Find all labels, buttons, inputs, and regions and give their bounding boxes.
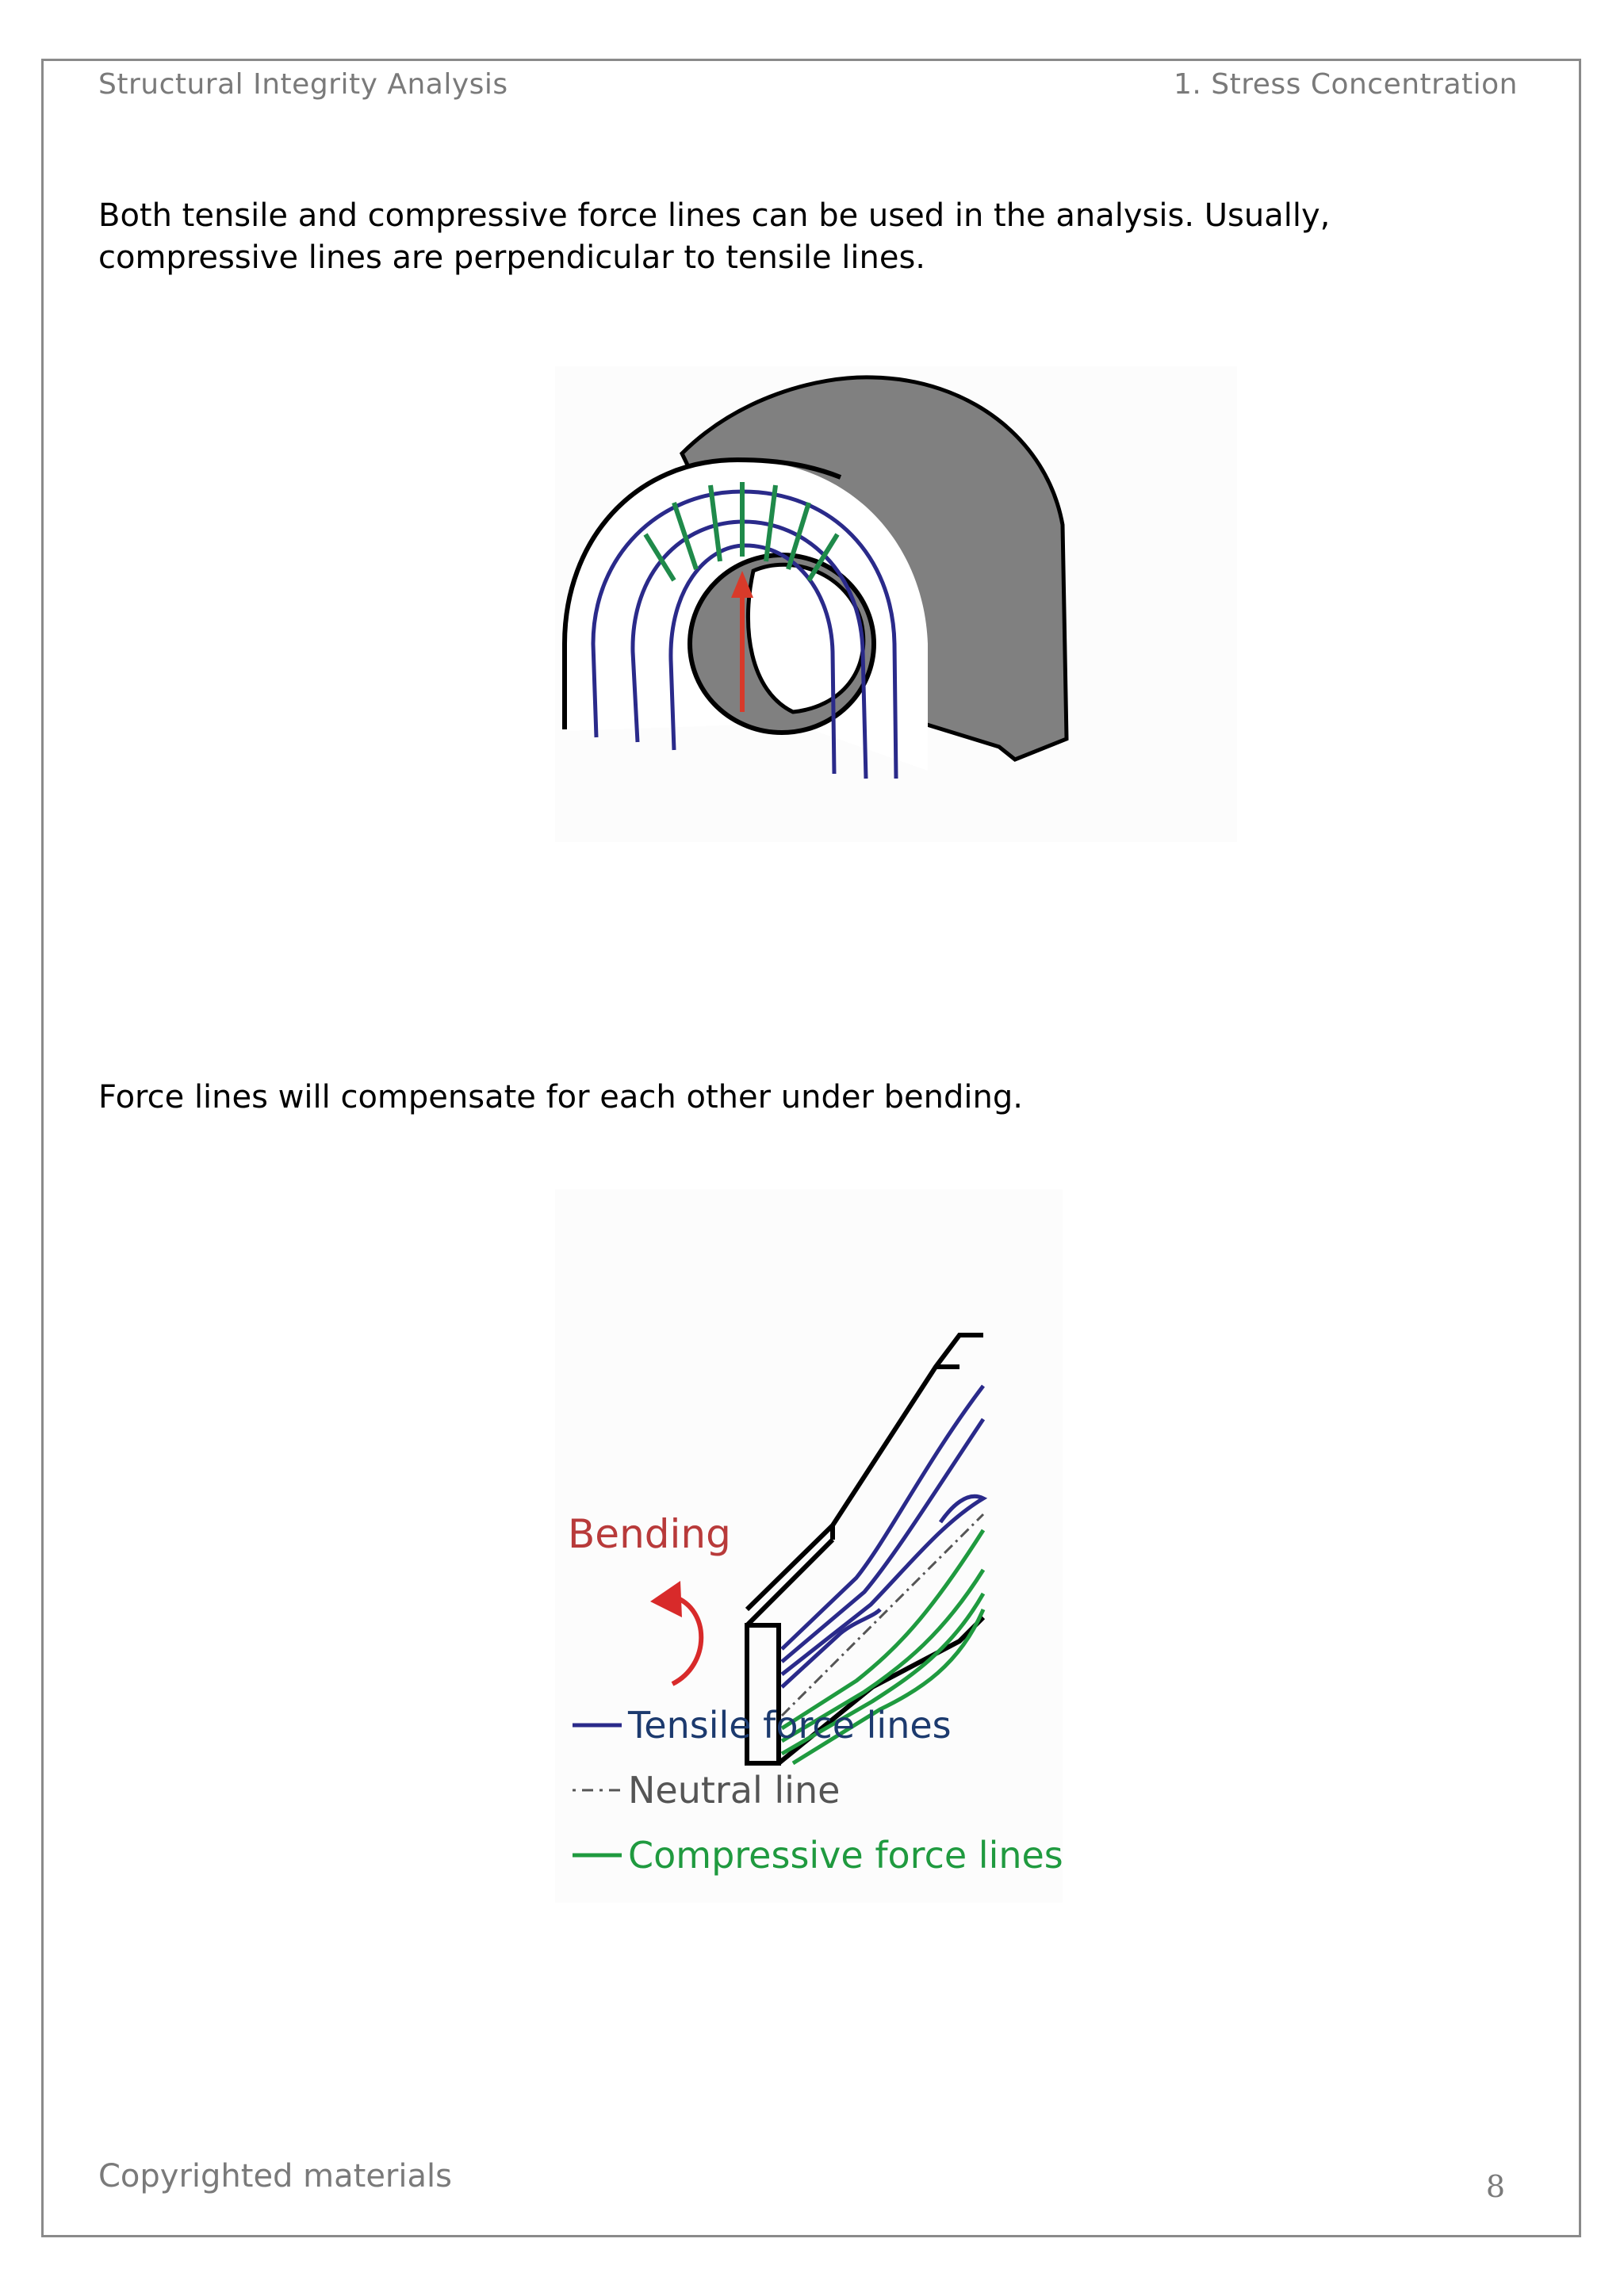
lug-front-outline	[562, 457, 842, 729]
page-frame	[41, 59, 1581, 2237]
compressive-line	[791, 1609, 986, 1766]
legend-compressive-label: Compressive force lines	[628, 1834, 1063, 1877]
bending-diagram: Bending Tensile force lines Neutral line…	[568, 1333, 1063, 1877]
tensile-line	[780, 1418, 986, 1663]
compressive-line	[643, 533, 676, 582]
tensile-line	[668, 543, 837, 775]
tensile-line	[780, 1384, 985, 1651]
paragraph-bending: Force lines will compensate for each oth…	[98, 1079, 1023, 1115]
running-header-section: 1. Stress Concentration	[1173, 68, 1518, 101]
legend-neutral-label: Neutral line	[628, 1769, 840, 1812]
lug-force-lines-figure	[555, 366, 1237, 842]
bending-force-lines-figure: Bending Tensile force lines Neutral line…	[555, 1189, 1063, 1903]
force-arrow	[731, 571, 753, 712]
bending-compressive-lines	[780, 1529, 986, 1766]
compressive-line	[806, 533, 840, 582]
bending-tensile-lines	[780, 1384, 988, 1689]
compressive-line	[780, 1592, 986, 1756]
compressive-line	[708, 484, 722, 562]
neutral-line	[780, 1513, 985, 1717]
compressive-line	[780, 1568, 986, 1743]
compressive-line	[786, 502, 811, 570]
tensile-line	[780, 1494, 988, 1676]
compressive-line	[672, 502, 699, 570]
footer-copyright: Copyrighted materials	[98, 2158, 452, 2195]
paragraph-force-lines: Both tensile and compressive force lines…	[98, 197, 1331, 276]
bending-arrow-icon	[650, 1581, 704, 1686]
compressive-line	[780, 1529, 986, 1731]
legend: Tensile force lines Neutral line Compres…	[573, 1704, 1063, 1877]
bending-label: Bending	[568, 1511, 731, 1557]
compressive-force-lines	[643, 482, 840, 582]
compressive-line	[764, 484, 778, 562]
page-number: 8	[1485, 2169, 1505, 2204]
lug-diagram	[562, 375, 1069, 779]
tensile-line	[780, 1608, 882, 1689]
legend-tensile-label: Tensile force lines	[627, 1704, 952, 1747]
running-header-title: Structural Integrity Analysis	[98, 68, 508, 101]
